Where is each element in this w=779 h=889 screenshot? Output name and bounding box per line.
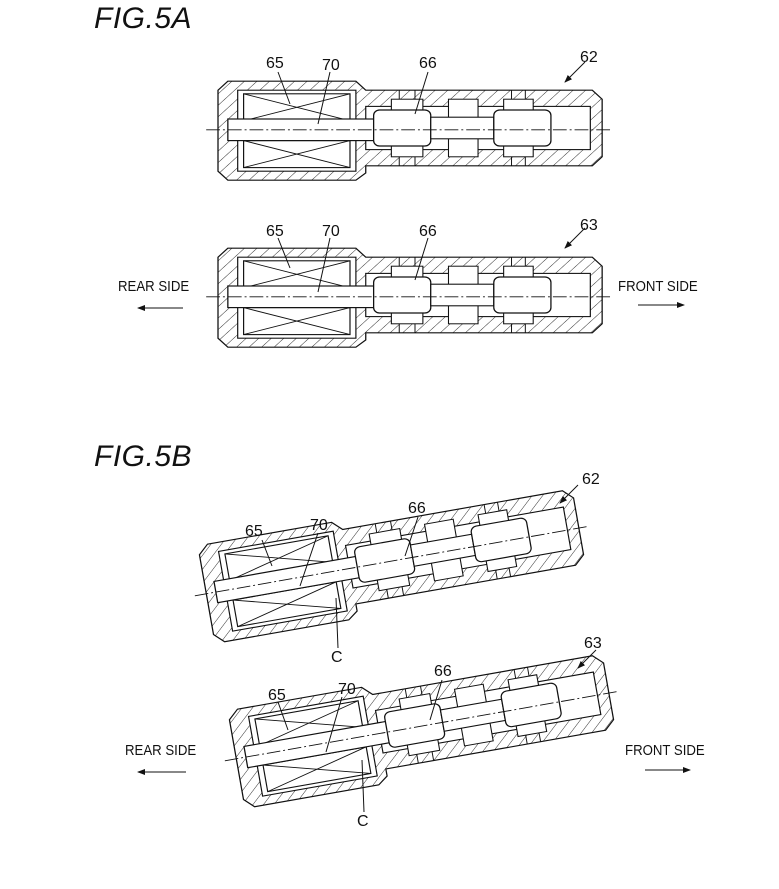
- figure-5a-title: FIG.5A: [94, 2, 193, 35]
- label-66: 66: [408, 500, 426, 517]
- label-66: 66: [419, 223, 437, 240]
- label-70: 70: [322, 57, 340, 74]
- valve-62-5a: 65 70 66 62: [205, 49, 613, 181]
- label-70: 70: [322, 223, 340, 240]
- rear-side-label-5b: REAR SIDE: [125, 742, 197, 759]
- valve-62-5b: 65 70 66 C 62: [185, 471, 600, 666]
- front-side-label-5a: FRONT SIDE: [618, 278, 698, 295]
- label-62: 62: [582, 471, 600, 488]
- rear-side-label-5a: REAR SIDE: [118, 278, 190, 295]
- label-63: 63: [584, 635, 602, 652]
- label-65: 65: [245, 523, 263, 540]
- label-70: 70: [310, 517, 328, 534]
- valve-63-5a: 65 70 66 63: [137, 217, 685, 348]
- label-c: C: [331, 649, 343, 666]
- figure-5b-title: FIG.5B: [94, 440, 193, 473]
- label-63: 63: [580, 217, 598, 234]
- label-65: 65: [268, 687, 286, 704]
- label-66: 66: [419, 55, 437, 72]
- label-70: 70: [338, 681, 356, 698]
- valve-63-5b: 65 70 66 C 63: [137, 635, 691, 830]
- label-65: 65: [266, 223, 284, 240]
- label-66: 66: [434, 663, 452, 680]
- label-65: 65: [266, 55, 284, 72]
- label-62: 62: [580, 49, 598, 66]
- label-c: C: [357, 813, 369, 830]
- front-side-label-5b: FRONT SIDE: [625, 742, 705, 759]
